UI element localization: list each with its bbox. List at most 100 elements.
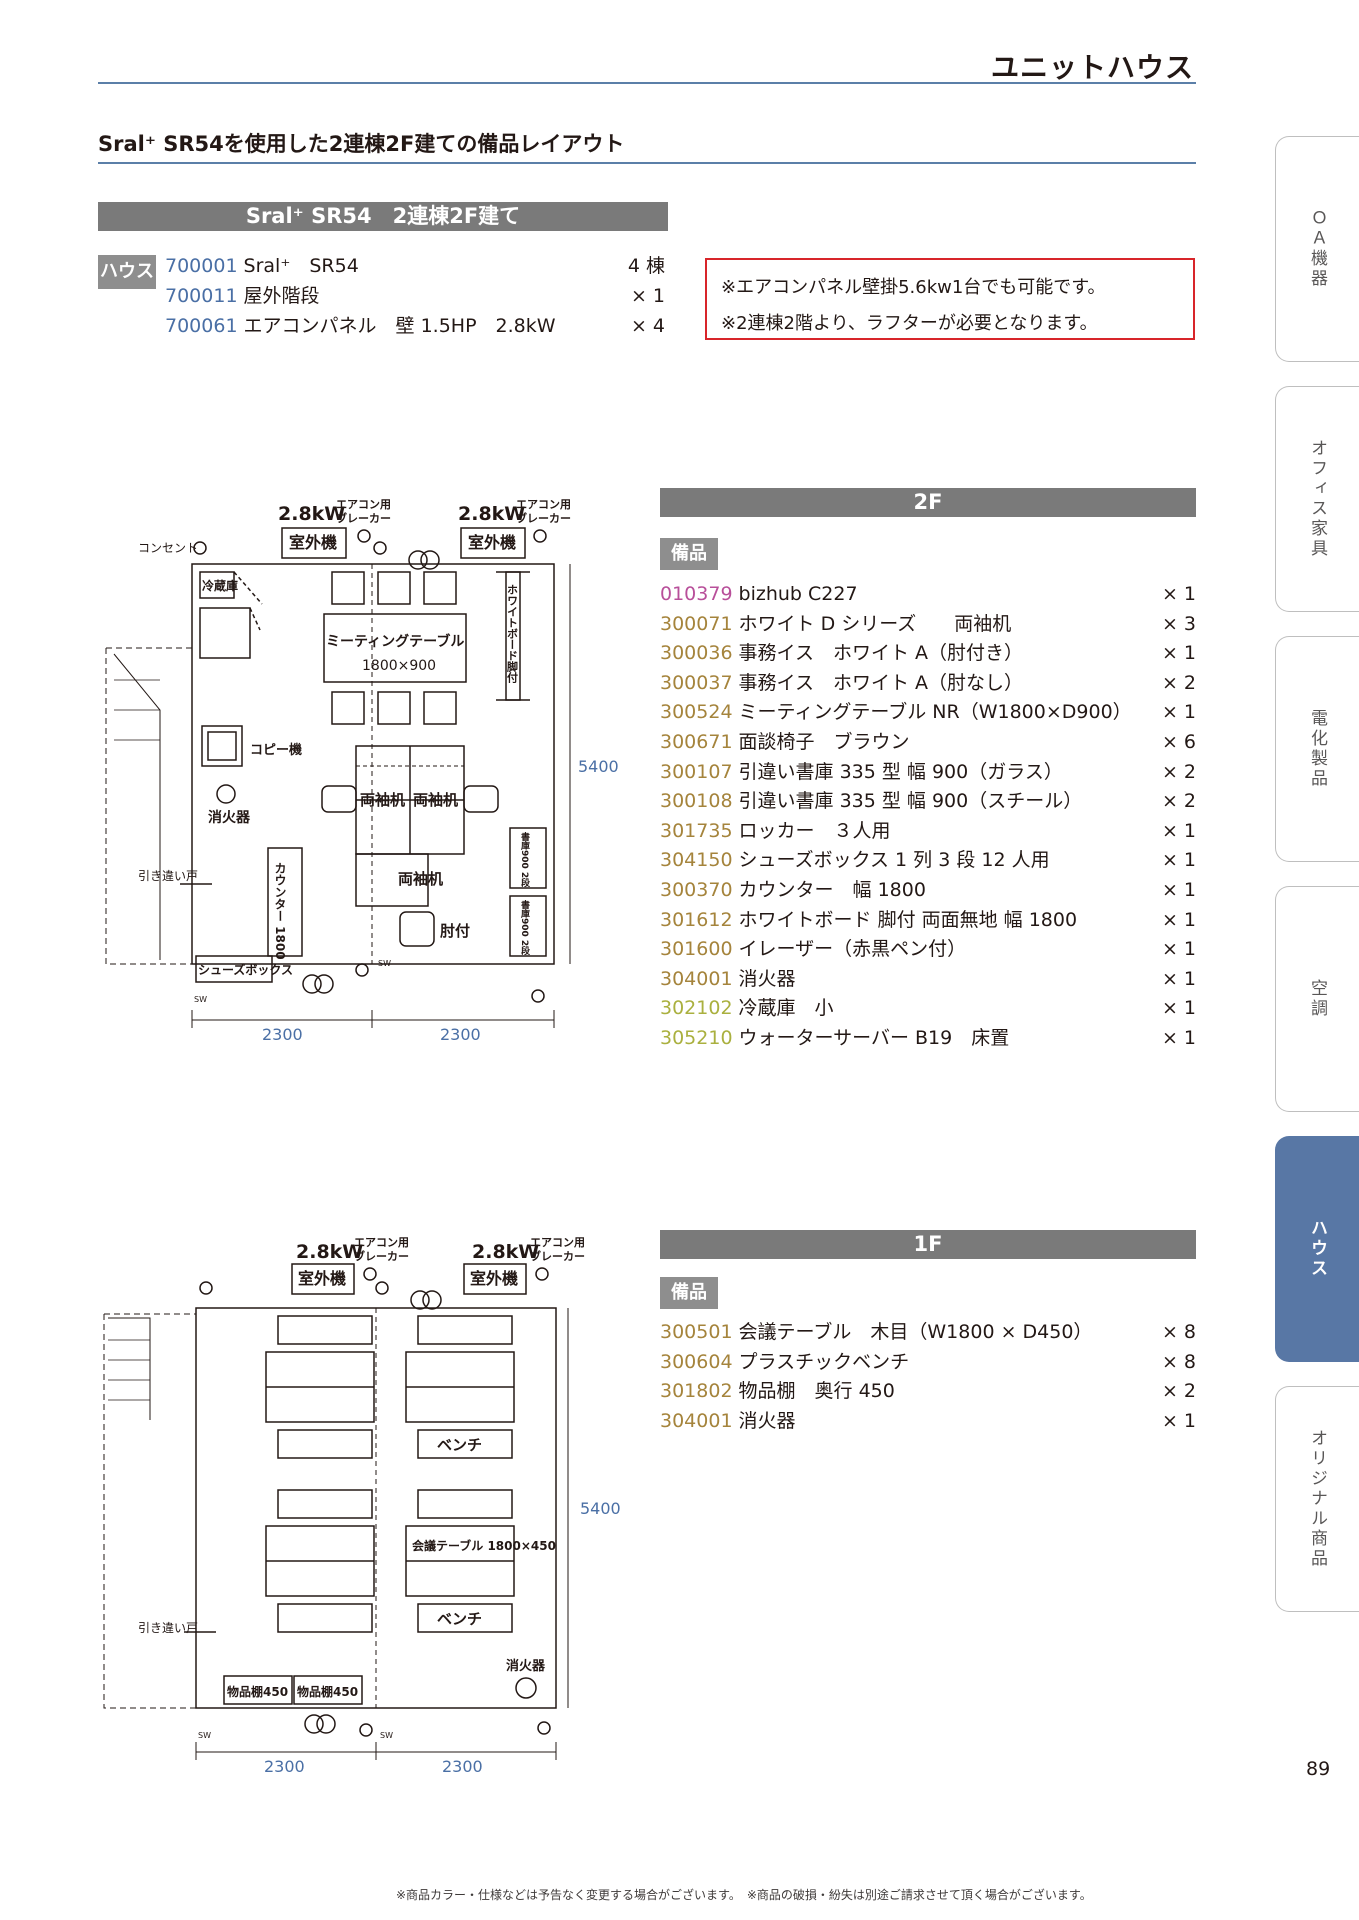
item-name: ミーティングテーブル NR（W1800×D900） (738, 701, 1132, 724)
house-bar: Sral⁺ SR54 2連棟2F建て (98, 202, 668, 231)
item-qty: × 1 (1161, 701, 1196, 724)
plan2f-sw-label: SW (378, 959, 391, 968)
plan2f-counter-label: カウンター 1800 (273, 862, 287, 960)
plan1f-kw: 2.8kW (472, 1241, 539, 1263)
plan2f-dim-height: 5400 (578, 757, 619, 776)
plan2f-fridge-label: 冷蔵庫 (202, 578, 238, 593)
item-qty: × 1 (630, 285, 665, 307)
item-code: 304001 (660, 1409, 733, 1432)
tab-6[interactable]: オリジナル商品 (1275, 1386, 1359, 1612)
tab-label: 空調 (1307, 979, 1327, 1019)
tab-label: オフィス家具 (1307, 439, 1327, 559)
item-code: 300501 (660, 1321, 733, 1343)
plan2f-room-outline (191, 563, 555, 965)
item-code: 301600 (660, 938, 733, 961)
tab-3[interactable]: 電化製品 (1275, 636, 1359, 862)
item-name: bizhub C227 (738, 583, 858, 605)
plan1f-shelf-label: 物品棚450 (227, 1684, 288, 1699)
section-title: Sral⁺ SR54を使用した2連棟2F建ての備品レイアウト (98, 132, 625, 156)
floor2-bar: 2F (660, 488, 1196, 517)
plan2f-desk-label: 両袖机 (398, 870, 443, 888)
tab-5[interactable]: ハウス (1275, 1136, 1359, 1362)
plan2f-desk-label: 両袖机 (360, 791, 405, 809)
item-name: ロッカー ３人用 (738, 819, 891, 842)
plan1f-sw-label: SW (380, 1731, 393, 1740)
item-code: 700061 (165, 315, 238, 337)
item-code: 300604 (660, 1350, 733, 1373)
floor-plan-1f: 2.8kW エアコン用 ブレーカー 2.8kW エアコン用 ブレーカー 室外機 … (103, 1236, 621, 1776)
plan2f-outdoor-unit (281, 527, 347, 559)
item-code: 300671 (660, 731, 733, 753)
plan2f-copier-label: コピー機 (250, 742, 302, 758)
item-qty: × 1 (1161, 908, 1196, 931)
item-name: 事務イス ホワイト A（肘なし） (738, 671, 1023, 694)
item-qty: × 1 (1161, 1409, 1196, 1432)
plan2f-sw-label: SW (194, 995, 207, 1004)
item-code: 300071 (660, 612, 733, 635)
item-qty: × 6 (1161, 731, 1196, 753)
item-qty: × 1 (1161, 938, 1196, 961)
plan2f-kw: 2.8kW (458, 503, 525, 525)
plan2f-dim-width: 2300 (262, 1025, 303, 1044)
plan1f-table-label: 会議テーブル 1800×450 (412, 1538, 556, 1553)
floor1-tag: 備品 (660, 1277, 718, 1309)
item-code: 300037 (660, 671, 733, 694)
plan2f-bookcase-label: 書庫900 2段 (519, 899, 530, 956)
plan1f-breaker-label: ブレーカー (530, 1249, 585, 1263)
plan2f-kw: 2.8kW (278, 503, 345, 525)
item-qty: × 4 (630, 315, 665, 337)
plan1f-bench (417, 1489, 513, 1519)
item-code: 300108 (660, 790, 733, 813)
plan2f-outdoor-unit (460, 527, 526, 559)
item-code: 700011 (165, 285, 238, 307)
tab-label: オリジナル商品 (1307, 1429, 1327, 1569)
item-name: ホワイトボード 脚付 両面無地 幅 1800 (738, 908, 1078, 931)
item-code: 301735 (660, 819, 733, 842)
plan1f-kw: 2.8kW (296, 1241, 363, 1263)
tab-1[interactable]: ＯＡ機器 (1275, 136, 1359, 362)
tab-2[interactable]: オフィス家具 (1275, 386, 1359, 612)
tab-label: ＯＡ機器 (1307, 209, 1327, 289)
plan2f-breaker-label: エアコン用 (336, 498, 391, 511)
plan2f-extinguisher-label: 消火器 (208, 809, 251, 826)
floor2-tag: 備品 (660, 538, 718, 570)
item-name: 物品棚 奥行 450 (738, 1380, 895, 1403)
item-qty: × 1 (1161, 1027, 1196, 1049)
item-code: 010379 (660, 583, 733, 605)
item-qty: × 1 (1161, 642, 1196, 665)
item-name: プラスチックベンチ (738, 1350, 910, 1373)
item-qty: × 1 (1161, 849, 1196, 872)
item-qty: × 8 (1161, 1321, 1196, 1343)
item-qty: × 1 (1161, 967, 1196, 990)
plan2f-whiteboard-label: ホワイトボード脚付 (506, 584, 519, 684)
item-code: 300524 (660, 701, 733, 724)
item-qty: × 2 (1161, 671, 1196, 694)
footer-note: ※商品カラー・仕様などは予告なく変更する場合がございます。 ※商品の破損・紛失は… (396, 1888, 1092, 1902)
plan2f-meeting-table (323, 613, 467, 683)
tab-4[interactable]: 空調 (1275, 886, 1359, 1112)
plan1f-sw-label: SW (198, 1731, 211, 1740)
item-qty: × 2 (1161, 790, 1196, 813)
note-line: ※2連棟2階より、ラフターが必要となります。 (721, 313, 1098, 334)
item-code: 700001 (165, 255, 238, 277)
plan2f-shoes-label: シューズボックス (198, 962, 293, 977)
item-code: 301802 (660, 1380, 733, 1403)
item-name: ウォーターサーバー B19 床置 (738, 1027, 1010, 1049)
plan2f-desk-label: 両袖机 (413, 791, 458, 809)
plan2f-outdoor-label: 室外機 (468, 533, 516, 552)
plan1f-dim-width: 2300 (442, 1757, 483, 1776)
item-name: カウンター 幅 1800 (738, 879, 926, 901)
